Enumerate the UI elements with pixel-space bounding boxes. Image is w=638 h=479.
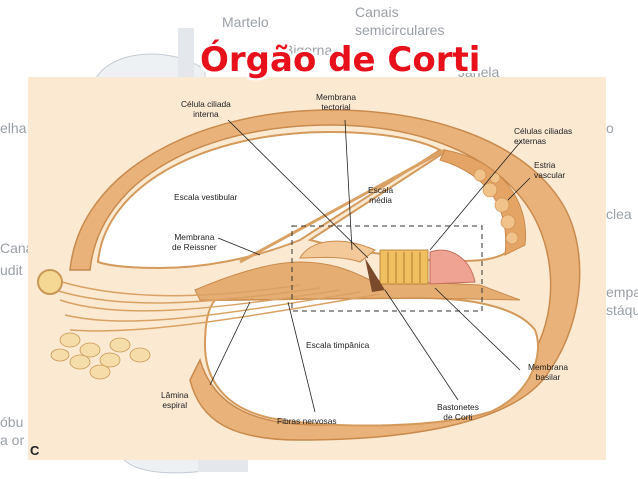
nerve-bundle-end xyxy=(37,269,63,295)
cochlea-cross-section-diagram xyxy=(28,77,606,460)
label-escala-timpanica: Escala timpânica xyxy=(306,340,370,350)
bg-label-semicirculares: semicirculares xyxy=(355,22,445,38)
bg-label-o: o xyxy=(606,120,614,136)
stria-cells xyxy=(473,168,519,245)
bg-label-clea: clea xyxy=(606,206,632,222)
bg-label-staqu: stáqu xyxy=(606,302,638,318)
bg-label-canais: Canais xyxy=(355,4,399,20)
bg-label-a-or: a or xyxy=(0,432,25,448)
label-escala-vestibular: Escala vestibular xyxy=(174,192,238,202)
slide-title: Órgão de Corti xyxy=(200,40,481,80)
reissner-membrane xyxy=(239,148,446,264)
bg-label-janela: Janela xyxy=(458,64,500,80)
bg-label-empa: empa xyxy=(606,284,638,300)
spiral-ganglion-cells xyxy=(50,332,151,380)
bg-label-martelo: Martelo xyxy=(222,14,269,30)
spiral-limbus xyxy=(194,261,521,301)
bg-label-obu: óbu xyxy=(0,414,24,430)
organ-of-corti-cells xyxy=(365,249,476,292)
panel-letter: C xyxy=(30,443,40,458)
scala-tympani xyxy=(203,296,539,427)
leader-lines xyxy=(209,119,531,413)
bg-label-bigorna: Bigorna xyxy=(284,42,333,58)
outer-cochlear-wall xyxy=(69,109,581,441)
dashed-zoom-box xyxy=(291,225,483,312)
bg-label-elha: elha xyxy=(0,120,27,136)
bg-label-udit: udit xyxy=(0,262,23,278)
label-fibras-nervosas: Fibras nervosas xyxy=(277,416,337,426)
scala-vestibuli xyxy=(96,130,443,270)
bg-label-cana: Cana xyxy=(0,240,34,256)
